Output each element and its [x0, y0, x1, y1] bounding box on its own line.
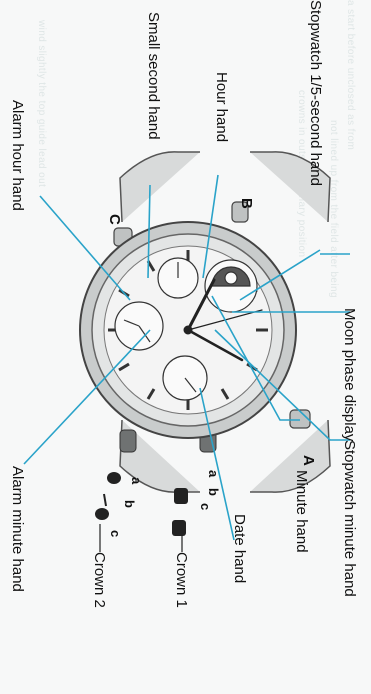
crown2-pos-c: c	[108, 530, 123, 537]
crown1-pos-b: b	[206, 488, 221, 496]
label-moon-phase-display: Moon phase display	[342, 308, 357, 441]
crown2-pos-a: a	[129, 477, 144, 484]
label-stopwatch-minute-hand: Stopwatch minute hand	[342, 440, 357, 597]
crown1-pos-c: c	[198, 503, 213, 510]
crown-leaders	[100, 524, 182, 552]
crown2-pos-b: b	[122, 500, 137, 508]
button-a-label: A	[300, 455, 317, 466]
label-crown-1: Crown 1	[174, 552, 189, 608]
label-hour-hand: Hour hand	[214, 72, 229, 142]
subdial-moon	[205, 260, 257, 312]
label-small-second-hand: Small second hand	[146, 12, 161, 140]
label-stopwatch-fifth-second: Stopwatch 1/5-second hand	[308, 0, 323, 186]
label-minute-hand: Minute hand	[294, 470, 309, 553]
crown1-pos-a: a	[206, 470, 221, 477]
button-b-label: B	[238, 198, 255, 209]
crown-lower	[120, 430, 136, 452]
label-alarm-minute-hand: Alarm minute hand	[10, 466, 25, 592]
subdial-small-second	[158, 258, 198, 298]
button-c-label: C	[106, 214, 123, 225]
label-alarm-hour-hand: Alarm hour hand	[10, 100, 25, 211]
label-date-hand: Date hand	[232, 514, 247, 583]
label-crown-2: Crown 2	[92, 552, 107, 608]
